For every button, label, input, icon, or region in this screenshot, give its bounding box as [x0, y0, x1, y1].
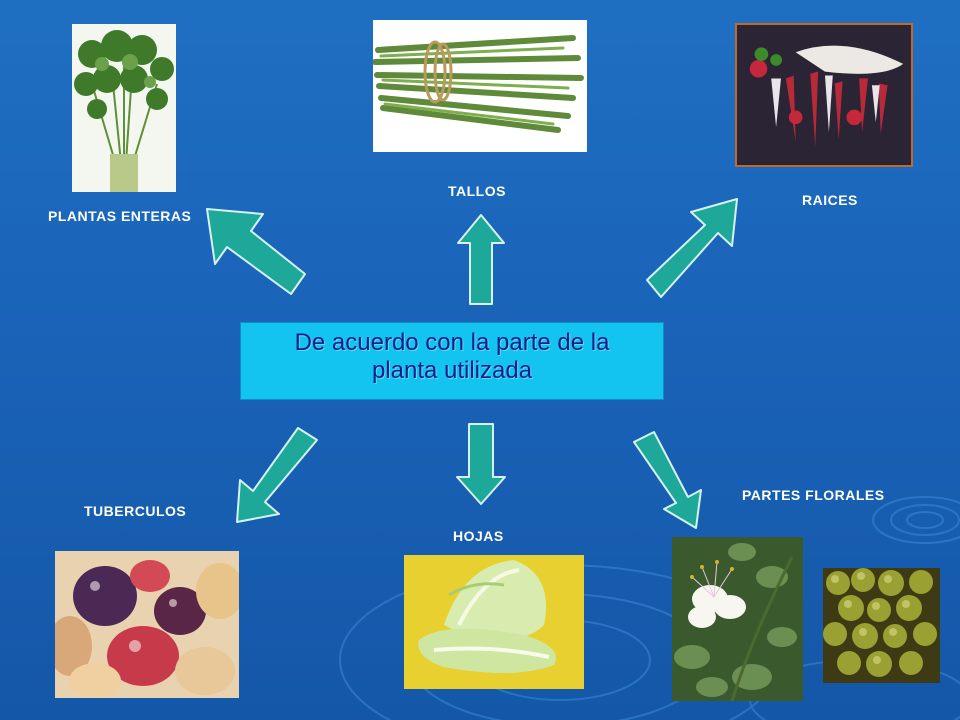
label-tuberculos: TUBERCULOS: [84, 503, 187, 519]
arrow-down-left-icon: [236, 427, 318, 523]
photo-partes-florales-flor: [672, 537, 803, 701]
arrow-down-right-icon: [633, 431, 702, 529]
label-partes-florales: PARTES FLORALES: [742, 487, 885, 503]
arrow-up-left-icon: [206, 208, 306, 295]
center-title-box: De acuerdo con la parte de la planta uti…: [240, 322, 664, 400]
photo-plantas-enteras: [72, 24, 176, 192]
photo-tuberculos: [55, 551, 239, 698]
photo-partes-florales-alcaparras: [823, 568, 940, 683]
photo-hojas: [404, 555, 584, 689]
arrow-up-icon: [457, 214, 505, 305]
photo-raices: [735, 23, 913, 167]
label-tallos: TALLOS: [448, 183, 506, 199]
photo-tallos: [373, 20, 587, 152]
label-hojas: HOJAS: [453, 528, 504, 544]
label-plantas-enteras: PLANTAS ENTERAS: [48, 208, 192, 224]
arrow-up-right-icon: [646, 198, 738, 298]
center-title: De acuerdo con la parte de la planta uti…: [294, 329, 610, 384]
label-raices: RAICES: [802, 192, 858, 208]
arrow-down-icon: [456, 423, 506, 505]
